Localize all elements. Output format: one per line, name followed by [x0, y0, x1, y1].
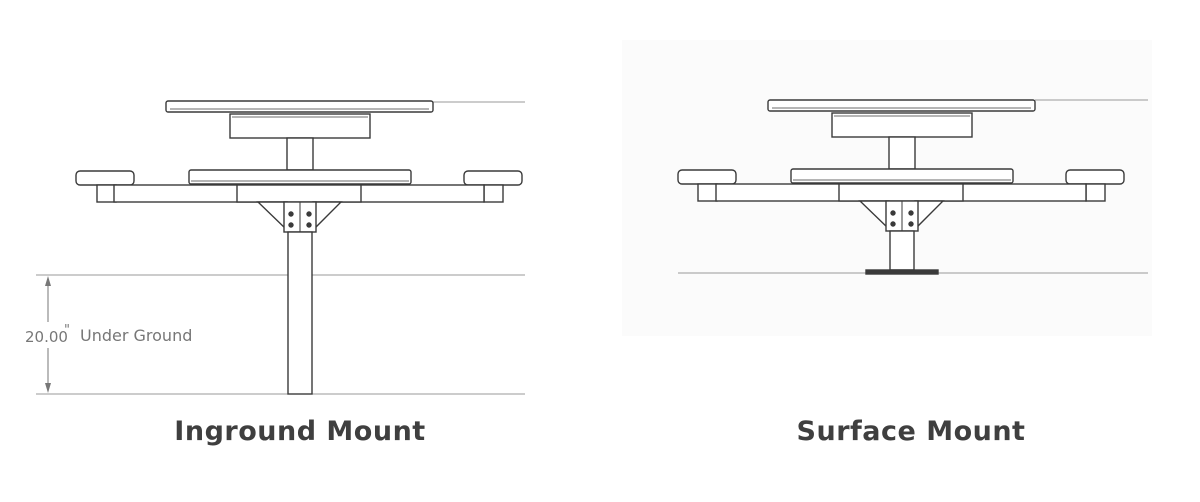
frame-center: [838, 183, 964, 202]
dimension-arrow-top: [45, 276, 51, 286]
base-plate: [865, 269, 939, 275]
right-brace: [312, 201, 343, 232]
left-seat-support: [697, 183, 718, 202]
right-seat: [1065, 169, 1125, 185]
table-skirt: [831, 112, 973, 138]
surface-table-drawing: [677, 99, 1148, 275]
top-post: [286, 137, 314, 171]
table-top: [165, 100, 434, 113]
right-seat-support: [483, 184, 504, 203]
top-post: [888, 136, 916, 170]
inground-post: [287, 231, 313, 395]
left-seat: [677, 169, 737, 185]
left-seat-support: [96, 184, 117, 203]
left-seat: [75, 170, 135, 186]
dimension-text: Under Ground: [80, 326, 192, 345]
inground-table-drawing: [36, 100, 525, 395]
frame-center: [236, 184, 362, 203]
table-skirt: [229, 113, 371, 139]
inground-mount-caption: Inground Mount: [174, 416, 426, 447]
right-seat: [463, 170, 523, 186]
dimension-arrow-bottom: [45, 383, 51, 393]
dimension-value: 20.00: [25, 328, 68, 346]
center-plate: [790, 168, 1014, 184]
surface-post: [889, 230, 915, 271]
center-plate: [188, 169, 412, 185]
right-seat-support: [1085, 183, 1106, 202]
dimension-unit: ": [64, 323, 70, 338]
left-brace: [256, 201, 288, 232]
surface-mount-caption: Surface Mount: [796, 416, 1026, 447]
table-top: [767, 99, 1036, 112]
